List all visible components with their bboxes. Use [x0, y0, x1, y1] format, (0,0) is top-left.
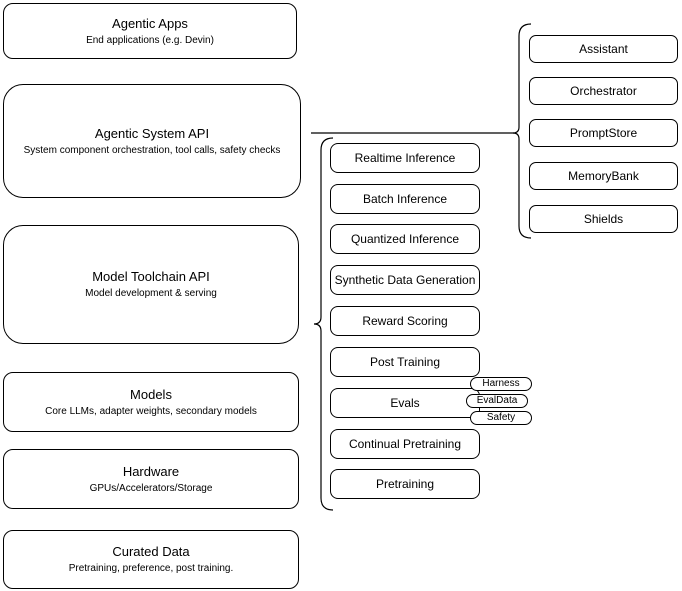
box-subtitle: GPUs/Accelerators/Storage [89, 482, 213, 494]
box-models: Models Core LLMs, adapter weights, secon… [3, 372, 299, 432]
box-orchestrator: Orchestrator [529, 77, 678, 105]
box-agentic-system-api: Agentic System API System component orch… [3, 84, 301, 198]
tag-evaldata: EvalData [466, 394, 528, 408]
tag-harness: Harness [470, 377, 532, 391]
box-subtitle: End applications (e.g. Devin) [86, 34, 214, 46]
box-memorybank: MemoryBank [529, 162, 678, 190]
box-title: Models [130, 386, 172, 402]
box-evals: Evals [330, 388, 480, 418]
tag-safety: Safety [470, 411, 532, 425]
box-title: Agentic Apps [112, 15, 188, 31]
box-assistant: Assistant [529, 35, 678, 63]
box-title: Model Toolchain API [92, 269, 210, 284]
box-subtitle: Pretraining, preference, post training. [68, 563, 234, 574]
box-continual-pretraining: Continual Pretraining [330, 429, 480, 459]
box-quantized-inference: Quantized Inference [330, 224, 480, 254]
box-realtime-inference: Realtime Inference [330, 143, 480, 173]
box-post-training: Post Training [330, 347, 480, 377]
box-batch-inference: Batch Inference [330, 184, 480, 214]
box-synthetic-data-generation: Synthetic Data Generation [330, 265, 480, 295]
box-shields: Shields [529, 205, 678, 233]
box-reward-scoring: Reward Scoring [330, 306, 480, 336]
box-pretraining: Pretraining [330, 469, 480, 499]
box-hardware: Hardware GPUs/Accelerators/Storage [3, 449, 299, 509]
box-curated-data: Curated Data Pretraining, preference, po… [3, 530, 299, 589]
box-title: Curated Data [112, 544, 190, 559]
box-model-toolchain-api: Model Toolchain API Model development & … [3, 225, 299, 344]
box-subtitle: Core LLMs, adapter weights, secondary mo… [45, 405, 257, 417]
box-subtitle: System component orchestration, tool cal… [23, 144, 281, 156]
box-promptstore: PromptStore [529, 119, 678, 147]
box-agentic-apps: Agentic Apps End applications (e.g. Devi… [3, 3, 297, 59]
box-subtitle: Model development & serving [85, 288, 217, 299]
box-title: Hardware [122, 463, 180, 479]
box-title: Agentic System API [94, 125, 210, 141]
